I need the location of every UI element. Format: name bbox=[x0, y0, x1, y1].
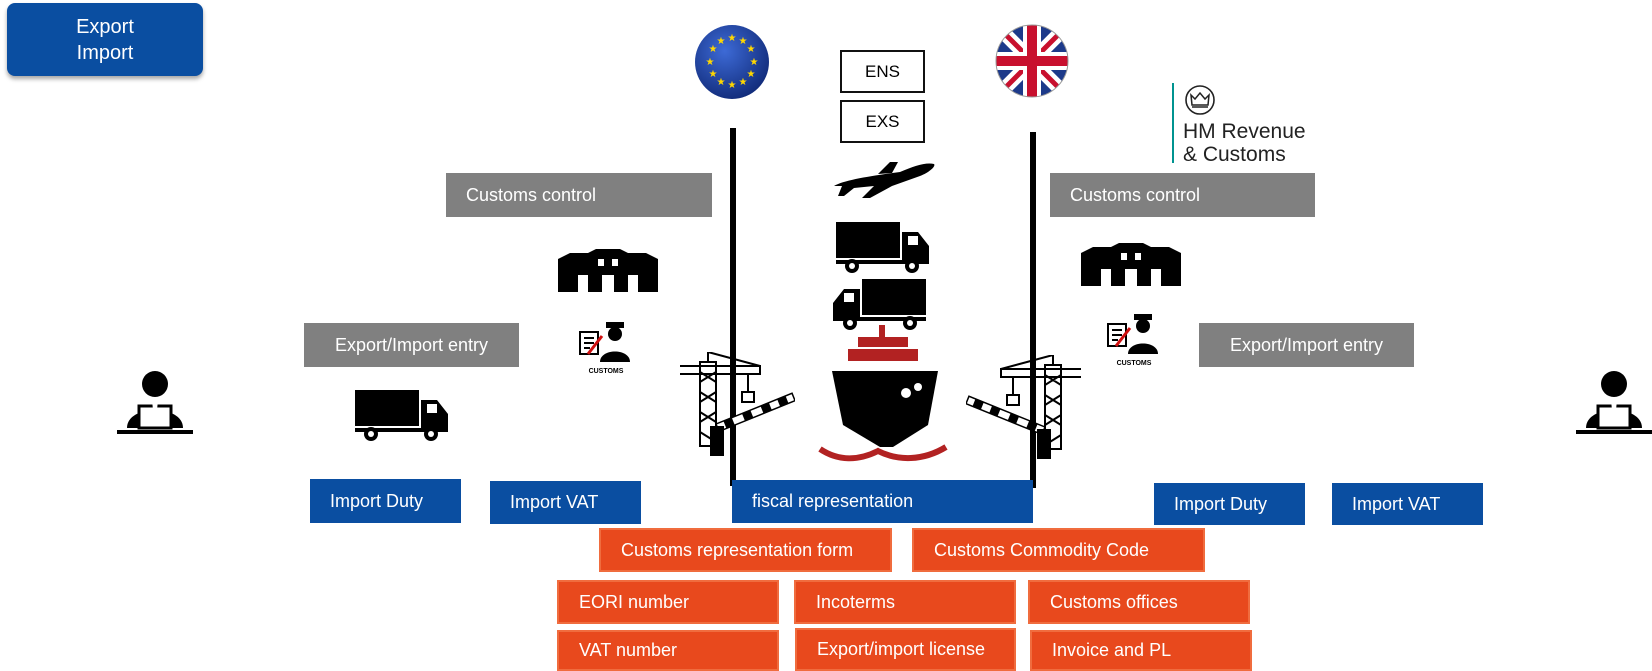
eori-number-label: EORI number bbox=[579, 591, 690, 612]
svg-text:★: ★ bbox=[739, 36, 748, 47]
svg-text:★: ★ bbox=[728, 80, 737, 91]
customs-offices-box[interactable]: Customs offices bbox=[1028, 580, 1250, 624]
svg-text:★: ★ bbox=[717, 36, 726, 47]
export-import-license-label: Export/import license bbox=[817, 639, 986, 659]
svg-text:★: ★ bbox=[706, 57, 715, 68]
eu-customs-control-box[interactable]: Customs control bbox=[446, 173, 712, 217]
person-at-desk-icon bbox=[1576, 371, 1652, 434]
warehouse-icon bbox=[558, 249, 658, 292]
customs-officer-icon: CUSTOMS bbox=[1107, 314, 1158, 367]
svg-text:★: ★ bbox=[728, 33, 737, 44]
customs-commodity-code-label: Customs Commodity Code bbox=[934, 539, 1150, 560]
svg-text:★: ★ bbox=[717, 77, 726, 88]
svg-text:★: ★ bbox=[747, 69, 756, 80]
uk-import-vat-box[interactable]: Import VAT bbox=[1332, 483, 1483, 525]
uk-entry-label: Export/Import entry bbox=[1229, 334, 1384, 355]
crown-icon bbox=[1185, 85, 1215, 115]
svg-text:★: ★ bbox=[709, 44, 718, 55]
ship-icon bbox=[818, 325, 948, 462]
crane-icon bbox=[966, 355, 1081, 459]
truck-icon bbox=[355, 390, 448, 441]
customs-commodity-code-box[interactable]: Customs Commodity Code bbox=[912, 528, 1205, 572]
svg-text:★: ★ bbox=[739, 77, 748, 88]
eu-import-vat-label: Import VAT bbox=[510, 492, 599, 512]
svg-text:★: ★ bbox=[709, 69, 718, 80]
uk-customs-badge: CUSTOMS bbox=[1117, 360, 1152, 367]
eori-number-box[interactable]: EORI number bbox=[557, 580, 779, 624]
hmrc-text: HM Revenue & Customs bbox=[1183, 120, 1306, 166]
hmrc-divider bbox=[1172, 83, 1174, 163]
eu-border-line bbox=[730, 128, 736, 486]
title-line-import: Import bbox=[76, 41, 134, 64]
crane-icon bbox=[680, 352, 795, 456]
uk-flag-icon bbox=[995, 24, 1069, 98]
hmrc-logo bbox=[1172, 83, 1332, 165]
ens-box[interactable]: ENS bbox=[840, 50, 925, 93]
fiscal-representation-label: fiscal representation bbox=[752, 491, 914, 511]
uk-customs-control-box[interactable]: Customs control bbox=[1050, 173, 1315, 217]
customs-representation-form-box[interactable]: Customs representation form bbox=[599, 528, 892, 572]
eu-flag-icon: ★★★ ★★★ ★★★ ★★★ bbox=[695, 25, 769, 99]
eu-entry-box[interactable]: Export/Import entry bbox=[304, 323, 519, 367]
incoterms-label: Incoterms bbox=[816, 591, 896, 612]
warehouse-icon bbox=[1081, 243, 1181, 286]
uk-entry-box[interactable]: Export/Import entry bbox=[1199, 323, 1414, 367]
eu-import-vat-box[interactable]: Import VAT bbox=[490, 481, 641, 524]
eu-customs-badge: CUSTOMS bbox=[589, 368, 624, 375]
svg-text:★: ★ bbox=[747, 44, 756, 55]
svg-text:★: ★ bbox=[750, 57, 759, 68]
hmrc-line-2: & Customs bbox=[1183, 143, 1286, 166]
invoice-and-pl-label: Invoice and PL bbox=[1052, 640, 1172, 660]
customs-representation-form-label: Customs representation form bbox=[621, 539, 854, 560]
uk-import-duty-box[interactable]: Import Duty bbox=[1154, 483, 1305, 525]
truck-icon bbox=[836, 222, 929, 273]
customs-officer-icon: CUSTOMS bbox=[579, 322, 630, 375]
eu-entry-label: Export/Import entry bbox=[334, 334, 489, 355]
title-line-export: Export bbox=[76, 15, 134, 38]
exs-label: EXS bbox=[865, 111, 900, 131]
vat-number-label: VAT number bbox=[579, 640, 678, 660]
invoice-and-pl-box[interactable]: Invoice and PL bbox=[1030, 630, 1252, 671]
fiscal-representation-box[interactable]: fiscal representation bbox=[732, 480, 1033, 523]
ens-label: ENS bbox=[865, 61, 900, 81]
exs-box[interactable]: EXS bbox=[840, 100, 925, 143]
uk-import-vat-label: Import VAT bbox=[1352, 493, 1441, 514]
customs-offices-label: Customs offices bbox=[1050, 591, 1178, 612]
export-import-title[interactable]: Export Import bbox=[7, 3, 203, 76]
eu-import-duty-box[interactable]: Import Duty bbox=[310, 479, 461, 523]
uk-border-line bbox=[1030, 132, 1036, 488]
person-at-desk-icon bbox=[117, 371, 193, 434]
hmrc-line-1: HM Revenue bbox=[1183, 120, 1306, 143]
uk-customs-control-label: Customs control bbox=[1070, 184, 1201, 205]
vat-number-box[interactable]: VAT number bbox=[557, 630, 779, 671]
eu-import-duty-label: Import Duty bbox=[330, 490, 424, 511]
export-import-license-box[interactable]: Export/import license bbox=[795, 628, 1016, 671]
uk-import-duty-label: Import Duty bbox=[1174, 493, 1268, 514]
incoterms-box[interactable]: Incoterms bbox=[794, 580, 1016, 624]
airplane-icon bbox=[834, 162, 935, 198]
truck-icon bbox=[833, 279, 926, 330]
eu-customs-control-label: Customs control bbox=[466, 184, 597, 205]
